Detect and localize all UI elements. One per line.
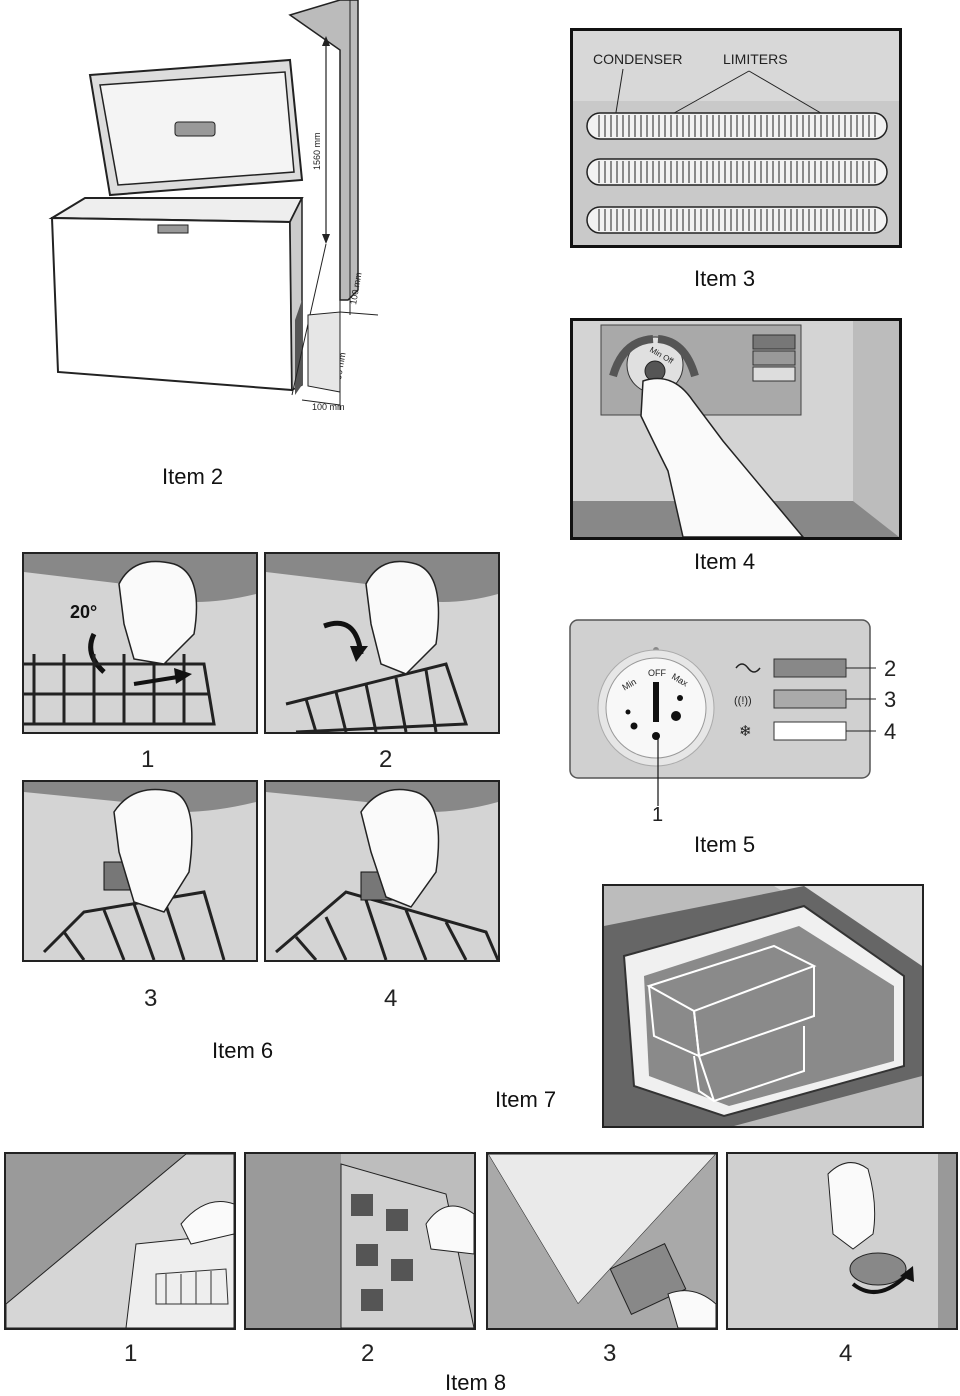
limiters-label: LIMITERS (723, 51, 788, 67)
item8-step1-number: 1 (124, 1340, 138, 1367)
item5-callout-3: 3 (884, 687, 896, 712)
item5-caption: Item 5 (694, 832, 756, 857)
item6-step4-number: 4 (384, 985, 398, 1012)
dim-height-label: 1560 mm (312, 132, 322, 170)
item6-step3-frame (22, 780, 258, 962)
alarm-icon: ((!)) (734, 695, 752, 707)
item5-control-panel: Min OFF Max 1 2 ((!)) 3 ❄ 4 (569, 619, 896, 826)
item5-callout-4: 4 (884, 719, 896, 744)
condenser-coil-illustration: CONDENSER LIMITERS (573, 31, 899, 234)
item6-step2-number: 2 (379, 746, 393, 773)
item8-step4-frame (726, 1152, 958, 1330)
dim-side-label: 100 mm (312, 402, 345, 412)
item8-step3-frame (486, 1152, 718, 1330)
item8-step4-number: 4 (839, 1340, 853, 1367)
item8-step2-number: 2 (361, 1340, 375, 1367)
item6-step4-frame (264, 780, 500, 962)
item8-step1-frame (4, 1152, 236, 1330)
item6-caption: Item 6 (212, 1038, 274, 1063)
item6-step3-number: 3 (144, 985, 158, 1012)
item3-caption: Item 3 (694, 266, 756, 291)
item5-callout-1: 1 (652, 804, 663, 826)
condenser-label: CONDENSER (593, 51, 682, 67)
item2-freezer-illustration: 1560 mm 100 mm 550 mm 100 mm (48, 0, 379, 412)
thermostat-hand-illustration: Min Off (573, 321, 899, 537)
item4-caption: Item 4 (694, 549, 756, 574)
item2-caption: Item 2 (162, 464, 224, 489)
item8-caption: Item 8 (445, 1370, 507, 1395)
item6-step1-frame: 20° (22, 552, 258, 734)
item4-thermostat-frame: Min Off (570, 318, 902, 540)
item5-callout-2: 2 (884, 656, 896, 681)
dial-off-label: OFF (648, 668, 666, 678)
item6-step2-frame (264, 552, 500, 734)
item8-step2-frame (244, 1152, 476, 1330)
item8-step3-number: 3 (603, 1340, 617, 1367)
item7-baskets-frame (602, 884, 924, 1128)
item6-step1-number: 1 (141, 746, 155, 773)
snowflake-icon: ❄ (739, 723, 752, 740)
item3-condenser-frame: CONDENSER LIMITERS (570, 28, 902, 248)
angle-label: 20° (70, 602, 97, 622)
item7-caption: Item 7 (495, 1087, 557, 1112)
